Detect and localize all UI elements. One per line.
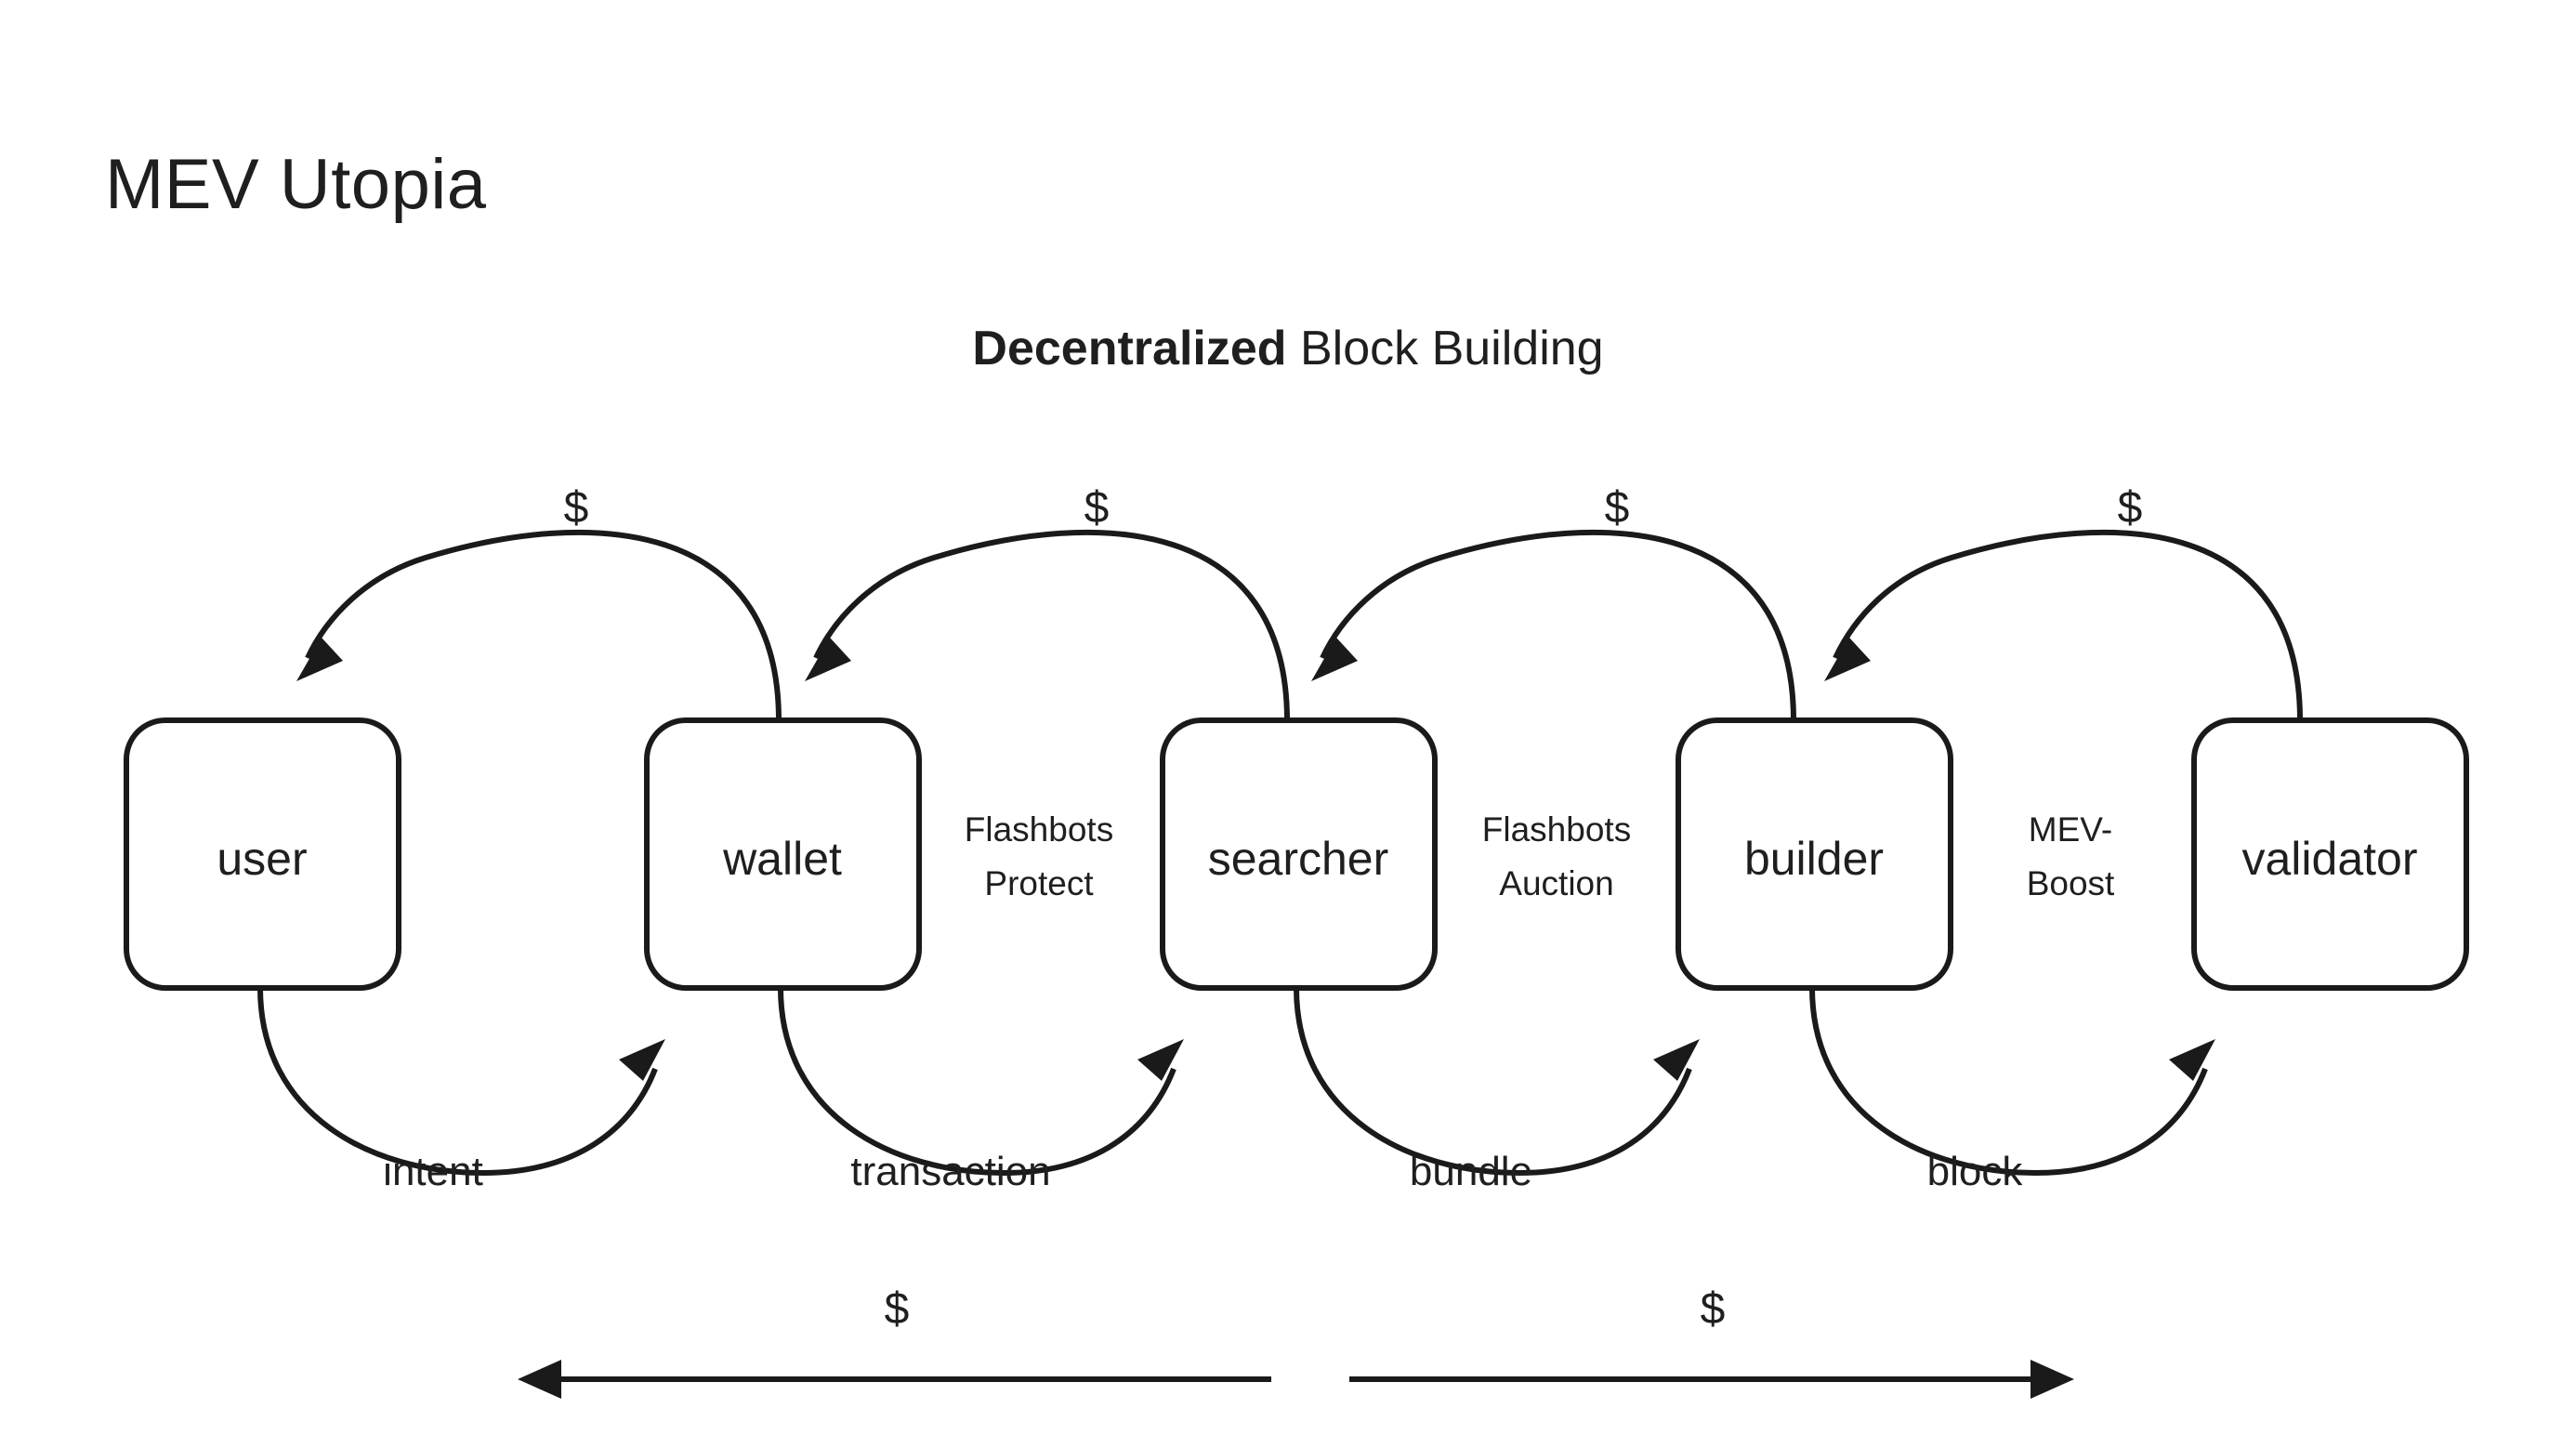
node-builder[interactable]: builder (1676, 717, 1953, 991)
arrow-head-icon (518, 1360, 561, 1399)
node-label: wallet (722, 833, 842, 885)
return-edge-wallet-user: $ (296, 483, 782, 721)
node-validator[interactable]: validator (2191, 717, 2469, 991)
node-label: builder (1744, 833, 1884, 885)
forward-edge-path (1809, 987, 2208, 1177)
node-label: validator (2242, 833, 2418, 885)
node-label: user (217, 833, 307, 885)
return-edge-validator-builder: $ (1824, 483, 2303, 721)
node-box[interactable] (2191, 717, 2469, 991)
forward-edge-user-wallet: intent (257, 987, 665, 1194)
forward-edge-path (778, 987, 1176, 1177)
page-title: MEV Utopia (105, 145, 487, 224)
arrow-head-icon (2169, 1039, 2215, 1081)
forward-edge-wallet-searcher: transaction (778, 987, 1184, 1194)
arrow-head-icon (805, 638, 851, 681)
node-box[interactable] (124, 717, 401, 991)
forward-edge-label: intent (383, 1149, 483, 1194)
return-edge-searcher-wallet: $ (805, 483, 1290, 721)
section-heading-bold: Decentralized (972, 322, 1287, 375)
arrow-head-icon (296, 638, 343, 681)
arrow-head-icon (1137, 1039, 1184, 1081)
interface-label-flashbots-protect: Flashbots Protect (965, 810, 1113, 902)
arrow-head-icon (1311, 638, 1358, 681)
section-heading: Decentralized Block Building (0, 321, 2576, 376)
section-heading-rest: Block Building (1286, 322, 1604, 375)
return-edge-builder-searcher: $ (1311, 483, 1796, 721)
node-wallet[interactable]: wallet (644, 717, 922, 991)
forward-edge-path (1294, 987, 1692, 1177)
arrow-head-icon (619, 1039, 665, 1081)
node-user[interactable]: user (124, 717, 401, 991)
node-box[interactable] (644, 717, 922, 991)
arrow-head-icon (1824, 638, 1871, 681)
forward-edge-label: bundle (1410, 1149, 1532, 1194)
return-edge-path (1833, 529, 2303, 721)
interface-label-mev-boost: MEV- Boost (2027, 810, 2115, 902)
return-edge-label: $ (2118, 483, 2143, 533)
node-searcher[interactable]: searcher (1160, 717, 1438, 991)
interface-label-line2: Auction (1499, 864, 1613, 902)
return-edge-label: $ (1084, 483, 1110, 533)
arrow-head-icon (2031, 1360, 2074, 1399)
span-arrow-label: $ (885, 1284, 910, 1334)
node-box[interactable] (1676, 717, 1953, 991)
return-edge-label: $ (564, 483, 589, 533)
node-label: searcher (1208, 833, 1389, 885)
interface-label-line1: Flashbots (1482, 810, 1631, 849)
interface-label-line1: MEV- (2029, 810, 2112, 849)
span-arrow-left: $ (518, 1284, 1271, 1399)
span-arrow-right: $ (1349, 1284, 2074, 1399)
forward-edge-builder-validator: block (1809, 987, 2215, 1194)
forward-edge-label: transaction (850, 1149, 1050, 1194)
return-edge-label: $ (1605, 483, 1630, 533)
interface-label-line2: Boost (2027, 864, 2115, 902)
return-edge-path (813, 529, 1290, 721)
return-edge-path (1320, 529, 1796, 721)
node-box[interactable] (1160, 717, 1438, 991)
return-edge-path (305, 529, 782, 721)
forward-edge-searcher-builder: bundle (1294, 987, 1700, 1194)
interface-label-flashbots-auction: Flashbots Auction (1482, 810, 1631, 902)
interface-label-line2: Protect (984, 864, 1094, 902)
span-arrow-label: $ (1701, 1284, 1726, 1334)
arrow-head-icon (1653, 1039, 1700, 1081)
interface-label-line1: Flashbots (965, 810, 1113, 849)
forward-edge-label: block (1927, 1149, 2024, 1194)
forward-edge-path (257, 987, 658, 1177)
